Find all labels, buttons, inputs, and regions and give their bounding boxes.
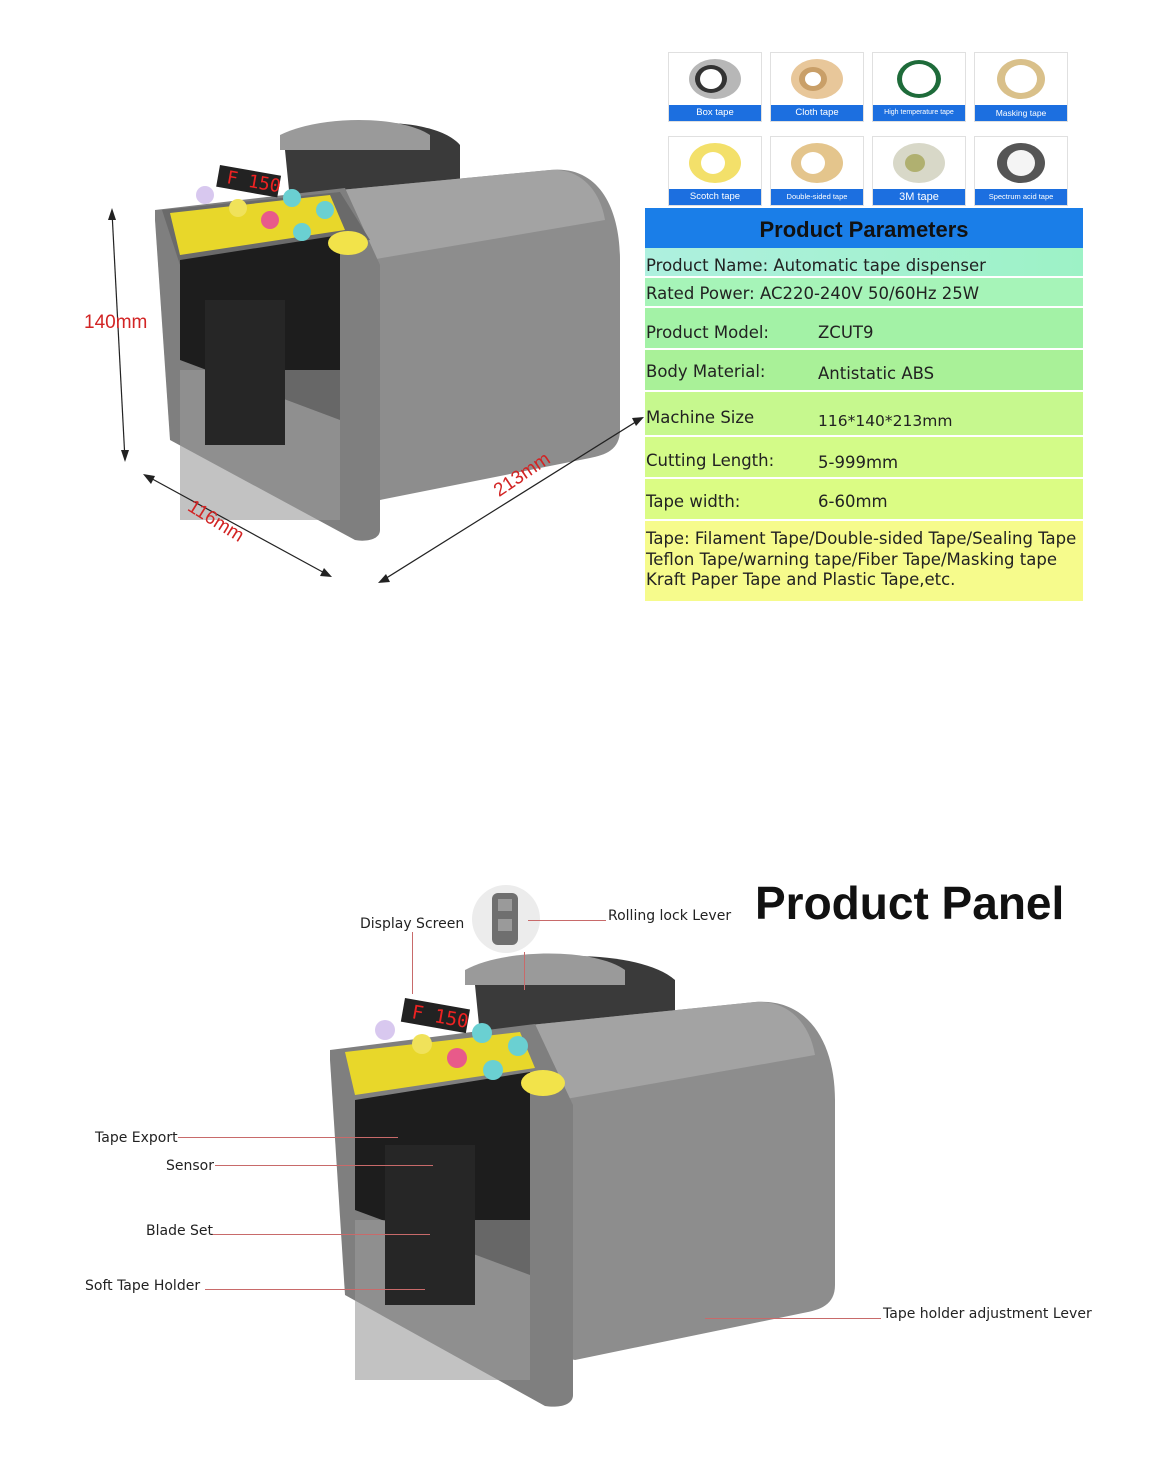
3m-tape-icon [893,143,945,183]
param-key: Product Model: [646,323,769,342]
machine-illustration-bottom: F 150 [325,940,845,1415]
param-row-width: Tape width: 6-60mm [645,479,1083,521]
tape-card-double-sided: Double-sided tape [770,136,864,206]
tape-types-grid: Box tape Cloth tape High temperature tap… [668,52,1070,208]
spectrum-tape-icon [997,143,1045,183]
product-panel-title: Product Panel [755,877,1065,929]
param-key: Cutting Length: [646,451,775,470]
param-value: 6-60mm [818,492,888,511]
param-row-model: Product Model: ZCUT9 [645,308,1083,350]
masking-tape-icon [997,59,1045,99]
param-key: Machine Size [646,408,755,427]
param-rated-power: Rated Power: AC220-240V 50/60Hz 25W [646,284,980,303]
callout-line [205,1289,425,1290]
callout-rolling-lock: Rolling lock Lever [608,908,732,924]
tape-label: Spectrum acid tape [975,189,1067,205]
param-row-material: Body Material: Antistatic ABS [645,350,1083,392]
rolling-lock-zoom [472,885,540,953]
tape-label: Scotch tape [669,189,761,205]
param-row-name: Product Name: Automatic tape dispenser [645,248,1083,278]
param-product-name: Product Name: Automatic tape dispenser [646,256,986,275]
param-key: Body Material: [646,362,766,381]
param-row-cutting: Cutting Length: 5-999mm [645,437,1083,479]
callout-line [412,932,413,994]
callout-line [178,1137,398,1138]
tape-card-scotch: Scotch tape [668,136,762,206]
machine-display-bottom: F 150 [410,1001,470,1033]
parameters-title: Product Parameters [645,208,1083,248]
callout-tape-export: Tape Export [95,1130,178,1146]
tape-card-high-temp: High temperature tape [872,52,966,122]
tape-card-box: Box tape [668,52,762,122]
callout-display-screen: Display Screen [360,916,465,932]
param-row-size: Machine Size 116*140*213mm [645,392,1083,437]
tape-card-3m: 3M tape [872,136,966,206]
param-value: 116*140*213mm [818,412,953,430]
callout-adjust-lever: Tape holder adjustment Lever [883,1306,1092,1322]
tape-label: Cloth tape [771,105,863,121]
param-key: Tape width: [646,492,741,511]
callout-line [212,1234,430,1235]
rolling-lock-lever-icon [492,893,518,945]
param-value: 5-999mm [818,453,899,472]
scotch-tape-icon [689,143,741,183]
param-value: ZCUT9 [818,323,874,342]
machine-illustration-top: F 150 [150,110,630,550]
callout-blade-set: Blade Set [146,1223,214,1239]
tape-types-line: Kraft Paper Tape and Plastic Tape,etc. [646,570,956,589]
param-tape-types: Tape: Filament Tape/Double-sided Tape/Se… [646,529,1076,591]
tape-card-masking: Masking tape [974,52,1068,122]
callout-soft-tape-holder: Soft Tape Holder [85,1278,201,1294]
callout-line [528,920,606,921]
tape-label: High temperature tape [873,105,965,121]
callout-line [524,952,525,990]
product-parameters-table: Product Parameters Product Name: Automat… [645,208,1083,603]
param-row-tape-types: Tape: Filament Tape/Double-sided Tape/Se… [645,521,1083,603]
param-row-power: Rated Power: AC220-240V 50/60Hz 25W [645,278,1083,308]
tape-label: Double-sided tape [771,189,863,205]
double-sided-tape-icon [791,143,843,183]
dimension-arrows [108,208,644,583]
tape-label: 3M tape [873,189,965,205]
tape-card-cloth: Cloth tape [770,52,864,122]
tape-types-line: Tape: Filament Tape/Double-sided Tape/Se… [646,529,1077,548]
param-value: Antistatic ABS [818,364,935,383]
callout-sensor: Sensor [166,1158,214,1174]
callout-line [215,1165,433,1166]
tape-label: Masking tape [975,105,1067,121]
box-tape-icon [689,59,741,99]
tape-label: Box tape [669,105,761,121]
callout-line [705,1318,881,1319]
high-temp-tape-icon [897,60,941,98]
tape-card-spectrum: Spectrum acid tape [974,136,1068,206]
dimension-height: 140mm [84,312,148,333]
tape-types-line: Teflon Tape/warning tape/Fiber Tape/Mask… [646,549,1057,569]
cloth-tape-icon [791,59,843,99]
